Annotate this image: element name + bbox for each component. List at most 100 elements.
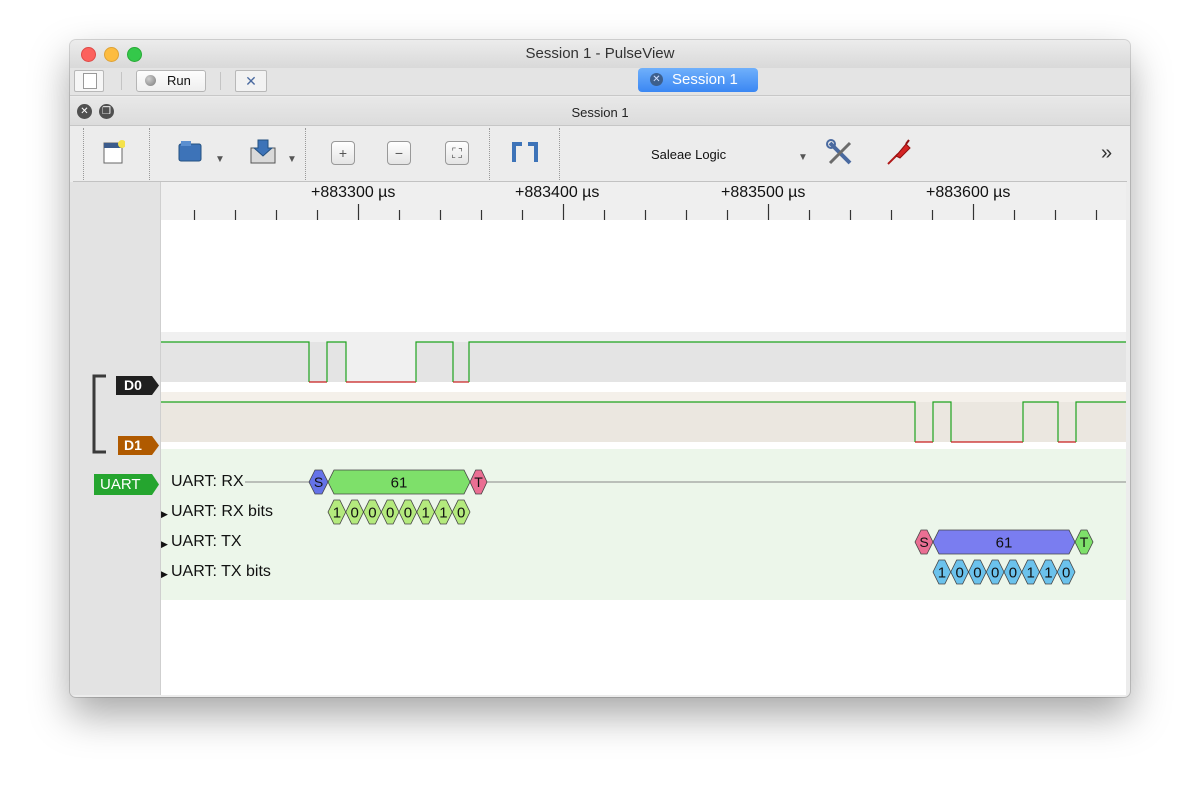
- new-session-button[interactable]: [74, 70, 104, 92]
- window-minimize-button[interactable]: [104, 47, 119, 62]
- toolbar-grip: [83, 128, 84, 180]
- ruler-label: +883400 µs: [515, 184, 600, 201]
- pulseview-window: Session 1 - PulseView Run ✕ ✕ Session 1 …: [70, 40, 1130, 697]
- rx-stop-bit-shape: [469, 469, 488, 495]
- new-document-icon: [83, 73, 97, 89]
- tab-session-1[interactable]: ✕ Session 1: [638, 68, 758, 92]
- toolbar-separator: [149, 128, 150, 180]
- rx-bit: 0: [350, 504, 358, 521]
- row-expand-icon[interactable]: ▶: [161, 509, 168, 519]
- ruler-ticks: [193, 204, 1098, 220]
- trace-view: D0 D1 UART +883300 µs +883400 µs +883500…: [70, 182, 1130, 697]
- tx-bit: 1: [1044, 564, 1052, 581]
- rx-bit: 1: [333, 504, 341, 521]
- rx-bit: 1: [421, 504, 429, 521]
- trace-header-panel: D0 D1 UART: [70, 182, 161, 695]
- tx-bit: 0: [991, 564, 999, 581]
- trace-label-d1[interactable]: D1: [118, 436, 159, 455]
- zoom-fit-button[interactable]: ⛶: [445, 141, 469, 165]
- trace-name: D1: [124, 437, 142, 453]
- window-title: Session 1 - PulseView: [525, 45, 675, 62]
- toolbar-separator: [220, 72, 221, 90]
- d0-waveform: [161, 341, 310, 382]
- tx-data-byte: 61: [996, 534, 1013, 551]
- label-shape: [116, 376, 159, 395]
- rx-stop-bit: T: [474, 474, 483, 490]
- rx-bit: 0: [457, 504, 465, 521]
- d1-waveform: [161, 401, 916, 442]
- toolbar-overflow-icon[interactable]: »: [1101, 142, 1113, 164]
- new-view-button[interactable]: [103, 140, 126, 164]
- main-toolbar: Run ✕ ✕ Session 1: [70, 68, 1130, 96]
- probe-config-button[interactable]: [884, 138, 914, 168]
- device-config-button[interactable]: [826, 139, 854, 167]
- tx-stop-bit-shape: [1074, 529, 1094, 555]
- ruler-label: +883500 µs: [721, 184, 806, 201]
- tx-bit: 0: [955, 564, 963, 581]
- rx-data-byte: 61: [391, 474, 408, 491]
- zoom-out-button[interactable]: −: [387, 141, 411, 165]
- title-bar: Session 1 - PulseView: [70, 40, 1130, 69]
- run-label: Run: [167, 73, 191, 88]
- trace-name: D0: [124, 377, 142, 393]
- decoder-name: UART: [100, 476, 141, 493]
- save-dropdown-icon[interactable]: ▼: [287, 154, 297, 165]
- show-cursors-button[interactable]: [510, 140, 540, 164]
- rx-start-bit: S: [314, 474, 323, 490]
- toolbar-separator: [305, 128, 306, 180]
- trace-label-d0[interactable]: D0: [116, 376, 159, 395]
- session-dock-header: ✕ ❐ Session 1: [70, 97, 1130, 126]
- decoder-row-tx-bits: UART: TX bits: [171, 563, 271, 580]
- tx-bit: 0: [1009, 564, 1017, 581]
- open-file-button[interactable]: [177, 138, 205, 164]
- window-zoom-button[interactable]: [127, 47, 142, 62]
- ruler-label: +883300 µs: [311, 184, 396, 201]
- label-shape: [118, 436, 159, 455]
- tx-bit: 1: [938, 564, 946, 581]
- run-button[interactable]: Run: [136, 70, 206, 92]
- zoom-in-icon: +: [338, 145, 348, 161]
- wrench-screwdriver-icon: ✕: [245, 73, 257, 89]
- tx-bit: 0: [973, 564, 981, 581]
- row-expand-icon[interactable]: ▶: [161, 569, 168, 579]
- rx-bit: 0: [386, 504, 394, 521]
- tab-session-label: Session 1: [672, 71, 738, 88]
- tx-bit-shape: [1056, 559, 1076, 585]
- channel-group-bracket: [92, 374, 106, 454]
- new-view-icon: [103, 140, 126, 164]
- device-selector[interactable]: Saleae Logic: [651, 147, 727, 162]
- tx-stop-bit: T: [1080, 534, 1089, 550]
- rx-bit: 0: [368, 504, 376, 521]
- trace-label-uart[interactable]: UART: [94, 474, 159, 495]
- toolbar-separator: [121, 72, 122, 90]
- d0-trace-bg: [161, 342, 1126, 382]
- cursors-icon: [512, 142, 538, 162]
- tx-bit: 0: [1062, 564, 1070, 581]
- label-shape: [94, 474, 159, 495]
- wrench-screwdriver-icon: [826, 139, 852, 165]
- tx-start-bit: S: [919, 534, 928, 550]
- dock-float-button[interactable]: ❐: [99, 104, 114, 119]
- device-dropdown-icon[interactable]: ▼: [798, 152, 808, 163]
- time-ruler[interactable]: +883300 µs +883400 µs +883500 µs +883600…: [161, 182, 1126, 220]
- tab-close-icon[interactable]: ✕: [650, 73, 663, 86]
- d1-trace-bg: [161, 402, 1126, 442]
- save-file-button[interactable]: [249, 138, 277, 166]
- row-expand-icon[interactable]: ▶: [161, 539, 168, 549]
- save-icon: [250, 139, 276, 164]
- open-dropdown-icon[interactable]: ▼: [215, 154, 225, 165]
- zoom-fit-icon: ⛶: [452, 145, 462, 161]
- window-close-button[interactable]: [81, 47, 96, 62]
- rx-bit: 1: [439, 504, 447, 521]
- probe-icon: [887, 139, 911, 165]
- zoom-in-button[interactable]: +: [331, 141, 355, 165]
- rx-bit-shape: [451, 499, 471, 525]
- decoder-row-rx-bits: UART: RX bits: [171, 503, 273, 520]
- rx-bit: 0: [404, 504, 412, 521]
- session-title: Session 1: [571, 105, 629, 120]
- dock-close-button[interactable]: ✕: [77, 104, 92, 119]
- main-settings-button[interactable]: ✕: [235, 70, 267, 92]
- tx-bit: 1: [1026, 564, 1034, 581]
